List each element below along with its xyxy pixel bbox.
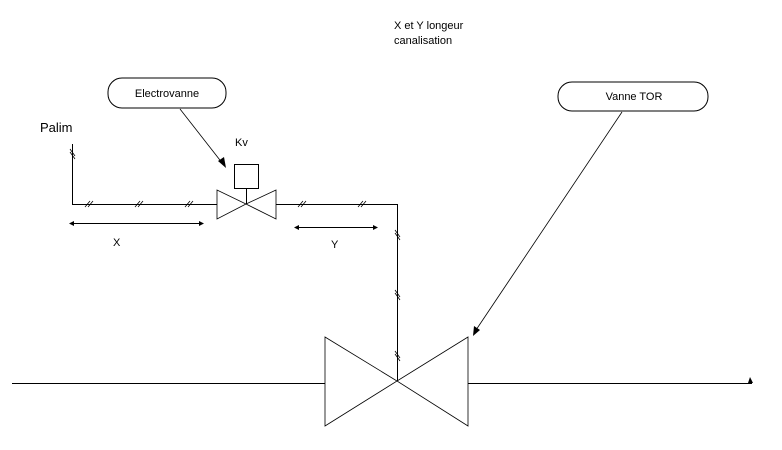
tor-valve [324,336,469,427]
main-line [12,377,753,384]
control-pipe [276,200,401,381]
pipe-break-mark [69,148,76,160]
electrovanne-leader-line [179,108,224,165]
solenoid-valve-left-triangle [216,189,247,220]
vanne-tor-label: Vanne TOR [606,91,663,103]
dimension-y-arrow-left-icon [294,225,299,230]
pipe-break-mark [394,350,401,362]
pipe-break-mark [357,200,367,208]
pipe-break-mark [184,200,194,208]
electrovanne-arrowhead-icon [218,157,226,168]
dimension-y-arrow-right-icon [373,225,378,230]
electrovanne-callout: Electrovanne [107,77,227,168]
pipe-break-mark [394,229,401,241]
dimension-x-arrow-left-icon [69,221,74,226]
solenoid-actuator [234,164,259,189]
main-line-end-marker-icon [748,377,753,383]
dimension-y: Y [294,225,378,251]
dimension-x-label: X [113,237,121,249]
note-line-2: canalisation [394,35,452,47]
tor-valve-left-triangle [324,336,398,427]
vanne-tor-leader-line [475,111,623,331]
pipe-break-mark [394,289,401,301]
solenoid-valve [216,164,277,220]
pipe-break-mark [134,200,144,208]
dimension-y-label: Y [331,239,339,251]
dimension-x-arrow-right-icon [199,221,204,226]
note-line-1: X et Y longeur [394,20,464,32]
vanne-tor-arrowhead-icon [473,326,480,336]
supply-pipe [69,144,217,208]
kv-label: Kv [235,137,248,149]
pipe-break-mark [297,200,307,208]
palim-label: Palim [40,120,73,135]
dimension-x: X [69,221,204,249]
electrovanne-bubble [107,77,227,109]
tor-valve-right-triangle [396,336,469,427]
solenoid-valve-right-triangle [245,189,277,220]
vanne-tor-bubble [557,81,709,112]
electrovanne-label: Electrovanne [135,88,199,100]
pipe-break-mark [84,200,94,208]
vanne-tor-callout: Vanne TOR [473,81,709,336]
